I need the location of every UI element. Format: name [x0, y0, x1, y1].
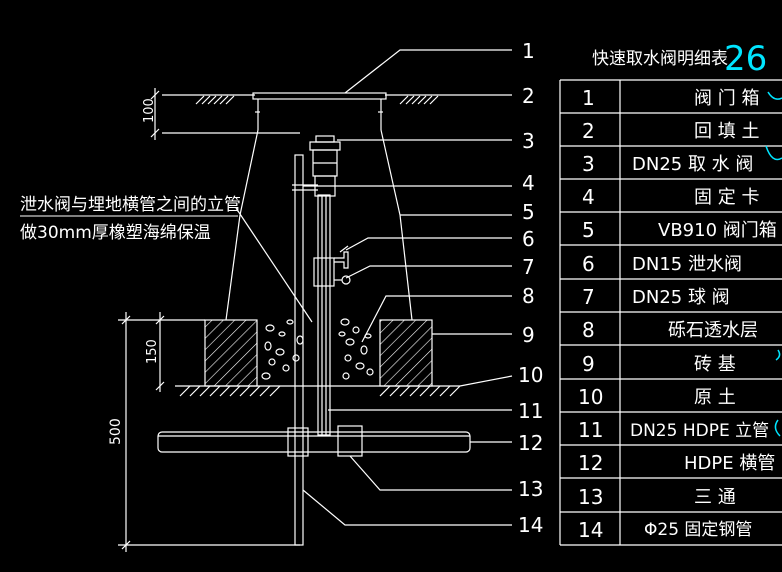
table-title: 快速取水阀明细表: [592, 49, 728, 69]
row-name: 回 填 土: [694, 121, 759, 142]
row-name: 原 土: [694, 387, 736, 408]
row-name: DN15 泄水阀: [632, 254, 742, 275]
fixed-steel-pipe: [294, 154, 304, 546]
row-name: DN25 球 阀: [632, 287, 730, 308]
row-no: 8: [582, 318, 595, 342]
row-name: 阀 门 箱: [694, 88, 759, 109]
leader-lines: [235, 49, 513, 526]
hdpe-riser: [317, 194, 331, 436]
quick-valve-head: [309, 141, 341, 151]
callout-4: 4: [522, 171, 535, 195]
callout-numbers: 1 2 3 4 5 6 7 8 9 10 11 12 13 14: [518, 39, 543, 537]
row-name: 砖 基: [694, 354, 736, 375]
callout-8: 8: [522, 284, 535, 308]
row-no: 14: [578, 518, 603, 542]
row-no: 1: [582, 86, 595, 110]
row-no: 11: [578, 418, 603, 442]
callout-11: 11: [518, 399, 543, 423]
brick-base-right: [379, 319, 433, 387]
row-no: 9: [582, 352, 595, 376]
callout-9: 9: [522, 323, 535, 347]
check-marks: [765, 91, 782, 437]
row-no: 5: [582, 218, 595, 242]
hdpe-horizontal-pipe: [157, 431, 471, 453]
callout-2: 2: [522, 84, 535, 108]
callout-13: 13: [518, 477, 543, 501]
valve-box-lid: [252, 92, 387, 100]
detail-table: [559, 79, 782, 546]
row-no: 13: [578, 485, 603, 509]
gravel-layer: [261, 318, 374, 380]
dimension-lines: [118, 88, 300, 552]
row-name: HDPE 横管: [684, 453, 775, 474]
callout-6: 6: [522, 227, 535, 251]
table-rows: 1 阀 门 箱 2 回 填 土 3 DN25 取 水 阀 4 固 定 卡 5 V…: [578, 86, 777, 542]
callout-3: 3: [522, 129, 535, 153]
row-no: 10: [578, 385, 603, 409]
row-no: 4: [582, 185, 595, 209]
row-name: DN25 HDPE 立管: [630, 421, 769, 441]
section-drawing: [118, 49, 513, 552]
note-line-1: 泄水阀与埋地横管之间的立管: [20, 195, 241, 215]
drain-valve: [334, 251, 349, 269]
brick-base-left: [204, 319, 258, 387]
dimension-500: 500: [108, 418, 124, 445]
row-name: Φ25 固定钢管: [644, 520, 752, 540]
ground-hatch-right: [399, 95, 439, 105]
dimension-150: 150: [145, 339, 160, 364]
callout-7: 7: [522, 255, 535, 279]
row-no: 6: [582, 252, 595, 276]
row-name: 三 通: [694, 487, 736, 508]
row-name: 砾石透水层: [668, 320, 758, 341]
row-no: 12: [578, 451, 603, 475]
row-no: 3: [582, 152, 595, 176]
callout-12: 12: [518, 431, 543, 455]
soil-hatch: [179, 385, 461, 397]
row-name: DN25 取 水 阀: [632, 154, 753, 175]
dimension-100: 100: [142, 98, 157, 123]
callout-14: 14: [518, 513, 543, 537]
ground-hatch-left: [195, 95, 235, 105]
note-line-2: 做30mm厚橡塑海绵保温: [20, 223, 211, 243]
callout-1: 1: [522, 39, 535, 63]
row-no: 7: [582, 285, 595, 309]
sheet-number: 26: [724, 39, 767, 79]
row-no: 2: [582, 119, 595, 143]
row-name: 固 定 卡: [694, 187, 759, 208]
ball-valve: [313, 257, 335, 287]
callout-10: 10: [518, 363, 543, 387]
callout-5: 5: [522, 200, 535, 224]
row-name: VB910 阀门箱: [658, 220, 777, 241]
